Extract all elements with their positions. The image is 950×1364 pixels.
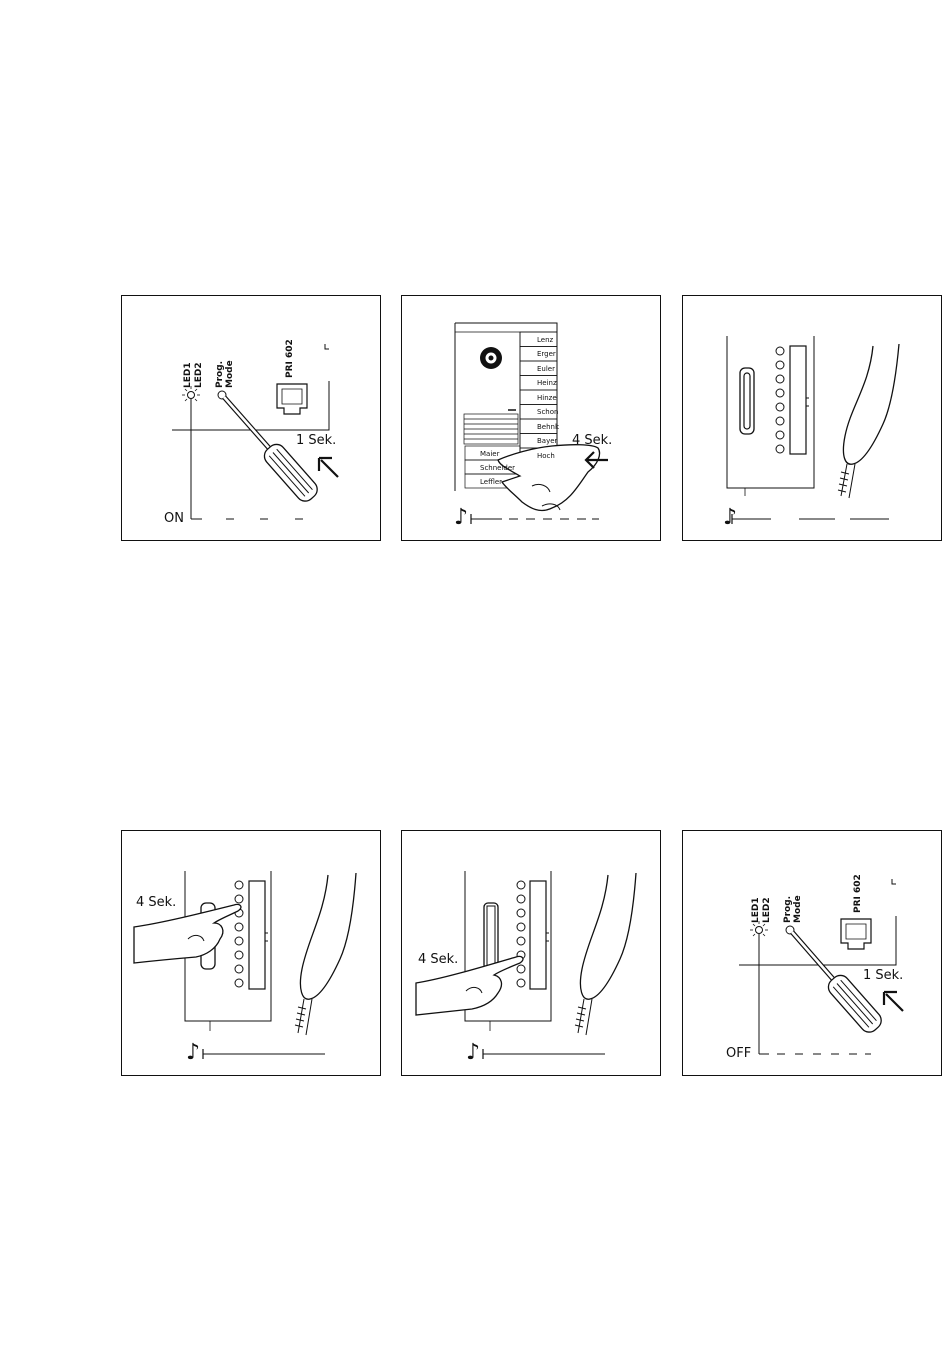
led1-label: LED1: [184, 362, 193, 388]
tone-note-icon: ♪: [466, 1042, 480, 1064]
name-tag: Maier: [480, 451, 499, 458]
name-tag: Euler: [537, 366, 555, 373]
device-label: PRI 602: [286, 339, 295, 378]
step-1-panel: LED1 LED2 Prog. Mode PRI 602 1 Sek. ON: [121, 295, 381, 541]
step-2-drawing: [402, 296, 661, 541]
step-5-panel: 4 Sek. ♪: [401, 830, 661, 1076]
name-tag: Behnk: [537, 424, 559, 431]
handset-icon: [575, 873, 636, 1035]
tone-note-icon: ♪: [723, 507, 737, 529]
duration-label: 4 Sek.: [418, 953, 458, 966]
handset-icon: [838, 344, 899, 498]
duration-label: 4 Sek.: [572, 434, 612, 447]
press-arrow-icon: [884, 992, 903, 1011]
mode-label: Mode: [226, 360, 235, 388]
step-3-panel: ♪: [682, 295, 942, 541]
step-2-panel: Lenz Erger Euler Heinz Hinze Schon Behnk…: [401, 295, 661, 541]
screwdriver-icon: [224, 397, 321, 505]
led1-label: LED1: [752, 897, 761, 923]
step-3-drawing: [683, 296, 942, 541]
tone-note-icon: ♪: [454, 507, 468, 529]
state-on-label: ON: [164, 512, 184, 525]
name-tag: Heinz: [537, 380, 557, 387]
step-6-drawing: [683, 831, 942, 1076]
mode-label: Mode: [794, 895, 803, 923]
name-tag: Lenz: [537, 337, 553, 344]
screwdriver-icon: [792, 932, 885, 1036]
name-tag: Schneider: [480, 465, 515, 472]
name-tag: Hinze: [537, 395, 557, 402]
camera-icon: [480, 347, 502, 369]
device-label: PRI 602: [854, 874, 863, 913]
duration-label: 1 Sek.: [863, 969, 903, 982]
name-tag: Bayer: [537, 438, 557, 445]
name-tag: Leffler: [480, 479, 502, 486]
prog-label: Prog.: [784, 896, 793, 923]
state-off-label: OFF: [726, 1047, 751, 1060]
step-1-drawing: [122, 296, 381, 541]
duration-label: 4 Sek.: [136, 896, 176, 909]
prog-label: Prog.: [216, 361, 225, 388]
duration-label: 1 Sek.: [296, 434, 336, 447]
handset-icon: [295, 873, 356, 1035]
press-arrow-icon: [319, 458, 338, 477]
step-4-panel: 4 Sek. ♪: [121, 830, 381, 1076]
name-tag: Hoch: [537, 453, 555, 460]
step-4-drawing: [122, 831, 381, 1076]
tone-note-icon: ♪: [186, 1042, 200, 1064]
led2-label: LED2: [763, 897, 772, 923]
led2-label: LED2: [195, 362, 204, 388]
step-6-panel: LED1 LED2 Prog. Mode PRI 602 1 Sek. OFF: [682, 830, 942, 1076]
name-tag: Erger: [537, 351, 556, 358]
finger-hand-icon: [134, 904, 241, 963]
name-tag: Schon: [537, 409, 558, 416]
